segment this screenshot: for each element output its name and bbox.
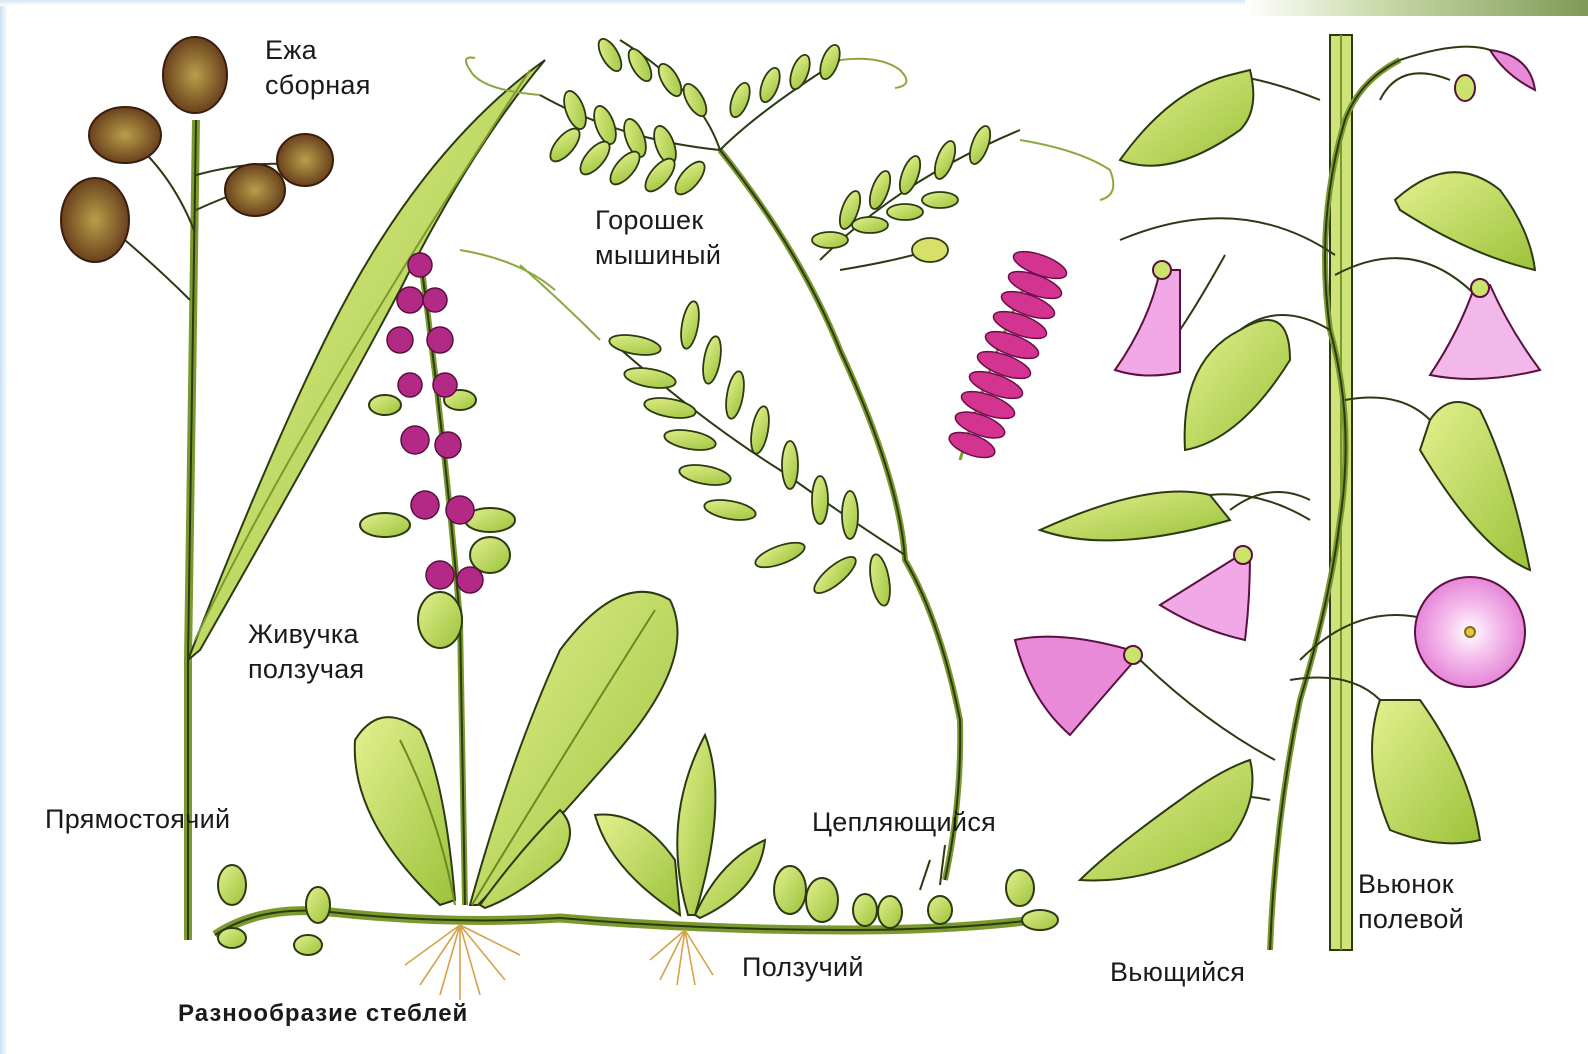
label-vyunok-line1: Вьюнок: [1358, 867, 1454, 901]
label-ezha-line2: сборная: [265, 68, 371, 102]
label-ceplyayushchiysya: Цепляющийся: [812, 805, 996, 839]
label-vyunok-line2: полевой: [1358, 902, 1464, 936]
vetch-leaflets: [545, 35, 994, 607]
label-zhivuchka-line2: ползучая: [248, 652, 364, 686]
roots: [405, 925, 713, 1000]
label-polzuchiy: Ползучий: [742, 950, 864, 984]
bindweed-flowers: [1015, 50, 1540, 735]
label-goroshek-line1: Горошек: [595, 203, 703, 237]
vetch-raceme: [946, 246, 1070, 463]
label-vyushchiysya: Вьющийся: [1110, 955, 1245, 989]
label-pryamostoyachiy: Прямостоячий: [45, 802, 230, 836]
figure-caption: Разнообразие стеблей: [178, 1000, 468, 1028]
label-zhivuchka-line1: Живучка: [248, 617, 359, 651]
label-goroshek-line2: мышиный: [595, 238, 721, 272]
label-ezha-line1: Ежа: [265, 33, 317, 67]
plantlet-rosette: [595, 735, 765, 918]
